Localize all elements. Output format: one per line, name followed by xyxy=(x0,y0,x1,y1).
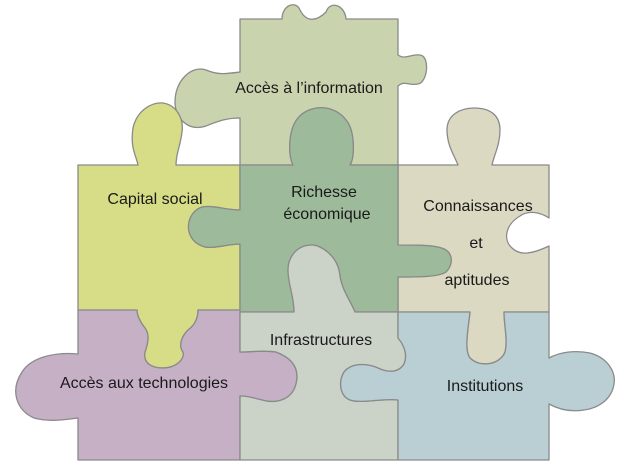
label-infrastructures: Infrastructures xyxy=(270,332,372,349)
label-richesse-line1: Richesse xyxy=(291,184,357,201)
piece-institutions xyxy=(339,311,615,461)
label-connaissances-line3: aptitudes xyxy=(445,272,510,289)
label-connaissances-line2: et xyxy=(469,235,483,252)
label-acces-information: Accès à l’information xyxy=(235,80,383,97)
label-institutions: Institutions xyxy=(447,378,523,395)
label-acces-technologies: Accès aux technologies xyxy=(60,375,228,392)
label-connaissances-line1: Connaissances xyxy=(423,198,532,215)
label-richesse-line2: économique xyxy=(283,206,370,223)
label-capital-social: Capital social xyxy=(107,191,202,208)
